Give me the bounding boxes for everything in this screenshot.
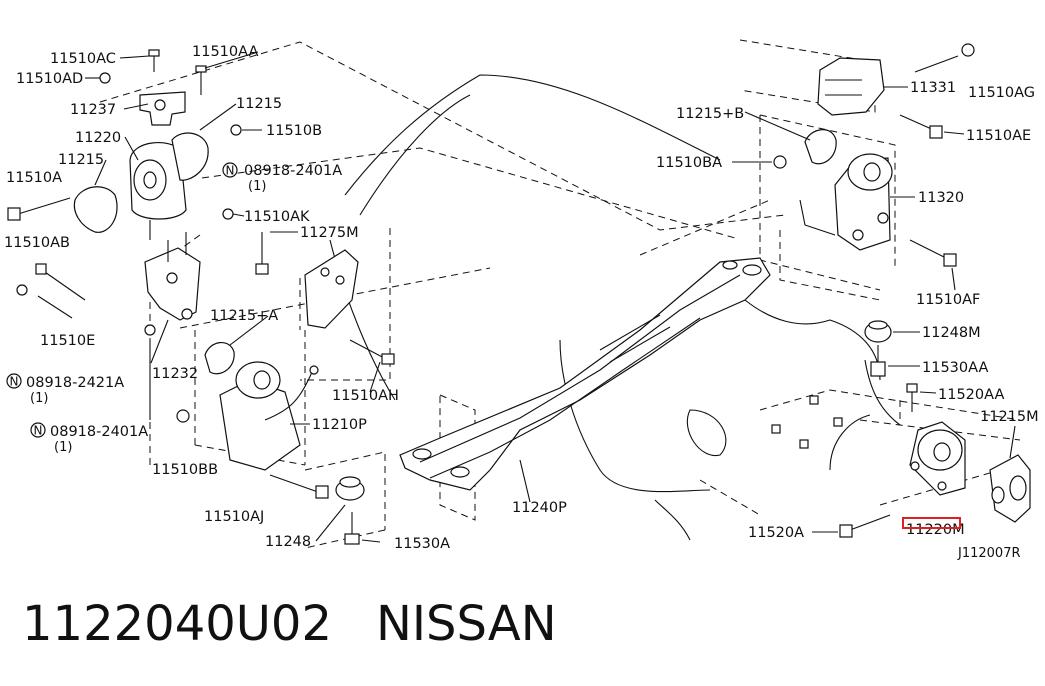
quantity-label: (1) — [54, 440, 72, 455]
callout-11215: 11215 — [236, 96, 282, 112]
callout-11510AC: 11510AC — [50, 51, 116, 67]
callout-11232: 11232 — [152, 366, 198, 382]
circled-n-symbol — [222, 162, 238, 178]
brand-name: NISSAN — [375, 596, 557, 652]
circled-n-letter: N — [226, 164, 235, 178]
callout-11275M: 11275M — [300, 225, 359, 241]
callout-11210P: 11210P — [312, 417, 367, 433]
callout-11510AB: 11510AB — [4, 235, 70, 251]
callout-11510AD: 11510AD — [16, 71, 83, 87]
callout-11320: 11320 — [918, 190, 964, 206]
callout-11240P: 11240P — [512, 500, 567, 516]
parts-diagram: 11510AC 11510AA 11510AD 11237 11215 1151… — [4, 39, 1039, 561]
callout-11520AA: 11520AA — [938, 387, 1004, 403]
callout-11510AF: 11510AF — [916, 292, 980, 308]
callout-11510AJ: 11510AJ — [204, 509, 264, 525]
diagram-code: J112007R — [957, 546, 1021, 561]
circled-n-symbol — [30, 422, 46, 438]
callout-11215-plus-b: 11215+B — [676, 106, 744, 122]
crossmember-11240P — [399, 257, 771, 491]
callout-11530A: 11530A — [394, 536, 450, 552]
callout-08918-2421A: 08918-2421A — [26, 375, 124, 391]
callout-11510AK: 11510AK — [244, 209, 310, 225]
callout-11520A: 11520A — [748, 525, 804, 541]
quantity-label: (1) — [30, 391, 48, 406]
callout-08918-2401A: 08918-2401A — [244, 163, 342, 179]
highlight-box-11220M — [902, 517, 961, 529]
callout-11510A: 11510A — [6, 170, 62, 186]
callout-labels: 11510AC 11510AA 11510AD 11237 11215 1151… — [4, 44, 1039, 561]
part-number: 1122040U02 — [22, 596, 332, 652]
callout-11530AA: 11530AA — [922, 360, 988, 376]
left-mount-group — [7, 49, 395, 545]
callout-08918-2401A: 08918-2401A — [50, 424, 148, 440]
callout-11215-plus-a: 11215+A — [210, 308, 278, 324]
callout-11237: 11237 — [70, 102, 116, 118]
callout-11510BB: 11510BB — [152, 462, 218, 478]
caption: 1122040U02 NISSAN — [22, 596, 601, 652]
callout-11510E: 11510E — [40, 333, 95, 349]
quantity-label: (1) — [248, 179, 266, 194]
callout-11248: 11248 — [265, 534, 311, 550]
callout-11510AG: 11510AG — [968, 85, 1035, 101]
callout-11215M: 11215M — [980, 409, 1039, 425]
callout-11331: 11331 — [910, 80, 956, 96]
callout-11510AE: 11510AE — [966, 128, 1031, 144]
assembly-outlines — [99, 39, 1021, 549]
circled-n-letter: N — [34, 424, 43, 438]
circled-n-letter: N — [10, 375, 19, 389]
callout-11248M: 11248M — [922, 325, 981, 341]
callout-11510AH: 11510AH — [332, 388, 399, 404]
callout-11510B: 11510B — [266, 123, 322, 139]
callout-11510AA: 11510AA — [192, 44, 258, 60]
circled-n-symbol — [6, 373, 22, 389]
callout-11215: 11215 — [58, 152, 104, 168]
right-mount-group — [771, 43, 1031, 538]
callout-11510BA: 11510BA — [656, 155, 722, 171]
callout-11220: 11220 — [75, 130, 121, 146]
callout-11220M: 11220M — [906, 522, 965, 538]
leader-lines — [85, 51, 1016, 543]
